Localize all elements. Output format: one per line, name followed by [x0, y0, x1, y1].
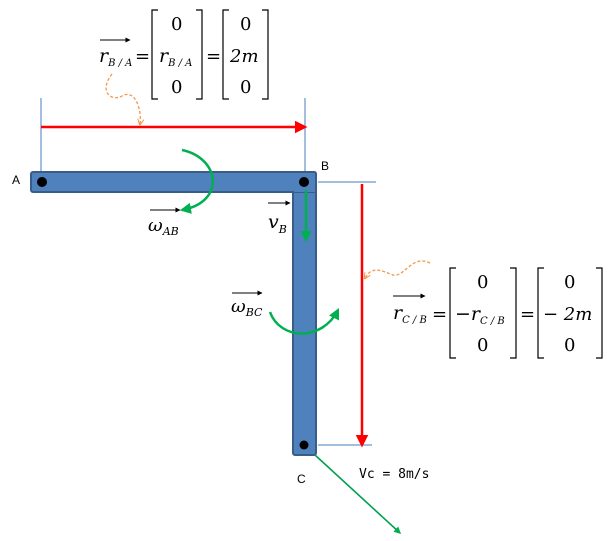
velocity-c-label: Vc = 8m/s — [359, 467, 429, 482]
point-c-label: C — [297, 472, 306, 486]
svg-text:ωAB: ωAB — [148, 215, 179, 238]
link-bc — [292, 171, 317, 456]
pin-c — [299, 440, 309, 450]
link-ab — [30, 171, 317, 193]
svg-text:0: 0 — [240, 77, 251, 98]
equation-r-b-a: rB / A = 0 rB / A 0 = 0 2m 0 — [99, 9, 269, 100]
svg-text:− 2m: − 2m — [543, 304, 592, 325]
point-b-label: B — [321, 159, 329, 173]
svg-text:=: = — [135, 46, 150, 67]
svg-text:−rC / B: −rC / B — [455, 303, 505, 327]
svg-text:vB: vB — [268, 211, 287, 236]
pin-a — [37, 177, 47, 187]
svg-text:=: = — [520, 304, 535, 325]
svg-text:rB / A: rB / A — [159, 45, 192, 69]
omega-ab-label: ωAB — [148, 207, 181, 238]
svg-text:rC / B: rC / B — [393, 302, 427, 326]
svg-text:2m: 2m — [229, 46, 259, 67]
svg-text:rB / A: rB / A — [99, 45, 132, 69]
svg-text:0: 0 — [477, 272, 488, 293]
pin-b — [299, 177, 309, 187]
callout-rba — [105, 73, 140, 124]
equation-r-c-b: rC / B = 0 −rC / B 0 = 0 − 2m 0 — [393, 267, 603, 359]
callout-rcb — [365, 260, 431, 278]
svg-text:=: = — [432, 304, 447, 325]
omega-bc-rotation-arrow — [268, 307, 340, 335]
svg-text:ωBC: ωBC — [231, 296, 263, 319]
svg-text:0: 0 — [240, 14, 251, 35]
omega-bc-label: ωBC — [231, 290, 263, 319]
svg-text:0: 0 — [171, 77, 182, 98]
omega-ab-rotation-arrow — [179, 148, 214, 214]
svg-text:0: 0 — [477, 335, 488, 356]
svg-text:0: 0 — [564, 335, 575, 356]
svg-text:0: 0 — [564, 272, 575, 293]
svg-text:0: 0 — [171, 14, 182, 35]
point-a-label: A — [12, 173, 20, 187]
velocity-c-arrow — [314, 454, 402, 534]
svg-text:=: = — [206, 46, 221, 67]
velocity-b-label: vB — [268, 200, 291, 236]
